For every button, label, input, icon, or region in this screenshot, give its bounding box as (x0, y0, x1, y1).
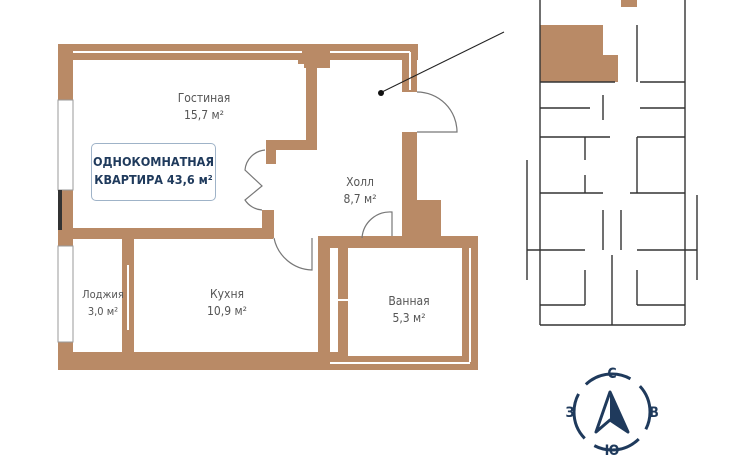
room-living: Гостиная 15,7 м² (178, 90, 231, 124)
room-area: 3,0 м² (87, 305, 119, 318)
room-hall: Холл 8,7 м² (343, 174, 376, 208)
room-area: 10,9 м² (207, 304, 247, 318)
apartment-type: ОДНОКОМНАТНАЯ (92, 154, 215, 169)
compass-west: З (565, 405, 575, 421)
room-name: Холл (346, 175, 374, 189)
room-loggia: Лоджия 3,0 м² (82, 286, 124, 320)
room-area: 8,7 м² (343, 192, 377, 206)
room-name: Кухня (210, 287, 244, 301)
compass-north: С (607, 366, 617, 382)
room-name: Ванная (388, 294, 430, 308)
apartment-total-area: КВАРТИРА 43,6 м² (94, 172, 213, 187)
room-kitchen: Кухня 10,9 м² (207, 286, 247, 320)
room-bathroom: Ванная 5,3 м² (388, 293, 429, 327)
building-plan (526, 0, 698, 326)
compass-south: Ю (604, 443, 620, 459)
compass (572, 372, 652, 452)
wall-lines (73, 51, 471, 364)
doors (244, 91, 458, 271)
room-name: Лоджия (82, 288, 124, 301)
compass-east: В (649, 405, 659, 421)
apartment-badge: ОДНОКОМНАТНАЯ КВАРТИРА 43,6 м² (91, 143, 216, 201)
room-area: 15,7 м² (184, 108, 224, 122)
room-name: Гостиная (177, 91, 231, 105)
room-area: 5,3 м² (392, 311, 426, 325)
